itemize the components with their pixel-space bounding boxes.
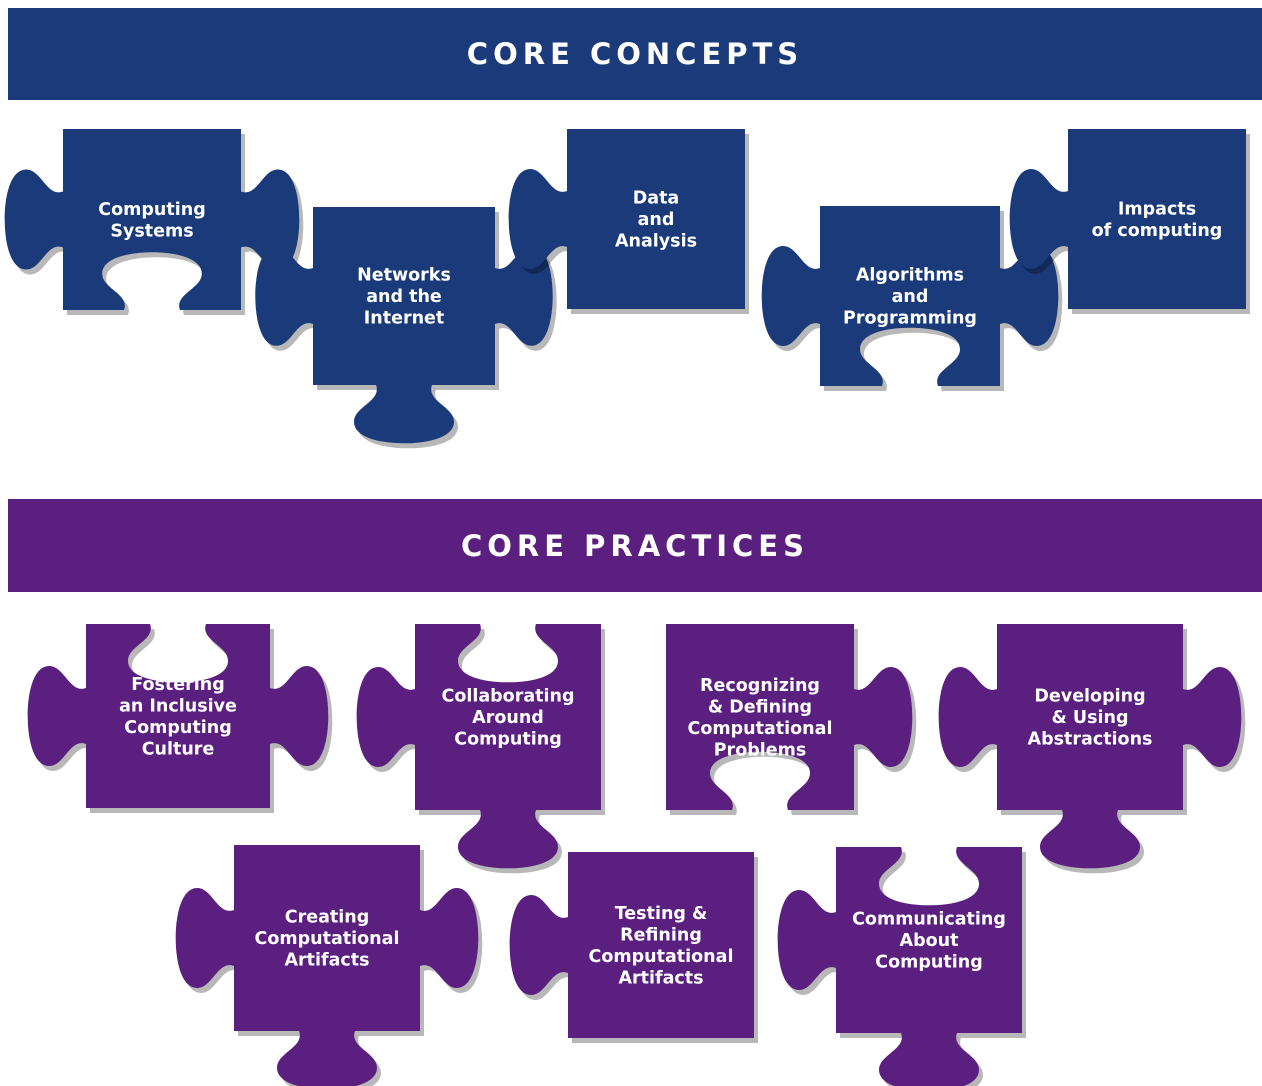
piece-label-line: Analysis: [615, 232, 697, 252]
piece-label-line: Programming: [843, 309, 977, 329]
puzzle-piece-shape: [777, 847, 1022, 1086]
puzzle-piece-shape: [4, 129, 300, 310]
piece-label-line: Testing &: [615, 904, 708, 924]
piece-label-line: Creating: [285, 908, 370, 928]
piece-label-line: Refining: [620, 925, 702, 945]
puzzle-piece-recognizing-and-defining-computational-problems: Recognizing& DefiningComputationalProble…: [666, 624, 917, 815]
piece-label-line: Algorithms: [856, 266, 964, 286]
piece-label-line: of computing: [1092, 221, 1223, 241]
piece-label-line: Artifacts: [284, 951, 369, 971]
piece-label-line: Recognizing: [700, 676, 820, 696]
core-concepts-title: CORE CONCEPTS: [466, 37, 804, 71]
piece-label-line: Around: [472, 708, 544, 728]
piece-label-line: Data: [633, 189, 680, 209]
piece-label-line: Fostering: [131, 675, 225, 695]
puzzle-piece-shape: [27, 624, 329, 808]
piece-label-line: & Using: [1052, 708, 1129, 728]
piece-label-line: Collaborating: [441, 687, 574, 707]
piece-label-line: Impacts: [1118, 199, 1196, 219]
piece-label-line: Abstractions: [1028, 730, 1153, 750]
piece-label-line: Internet: [364, 309, 445, 329]
piece-label-line: and: [892, 287, 929, 307]
puzzle-piece-shape: [761, 206, 1059, 386]
piece-label-line: Computing: [124, 718, 231, 738]
piece-label-line: an Inclusive: [119, 696, 237, 716]
piece-label-line: Developing: [1034, 687, 1145, 707]
core-practices-title: CORE PRACTICES: [460, 528, 810, 563]
piece-label-line: Computing: [98, 200, 205, 220]
puzzle-piece-shape: [509, 852, 754, 1038]
piece-label-line: Computing: [454, 730, 561, 750]
piece-label-line: and the: [366, 287, 442, 307]
piece-label-line: Culture: [142, 739, 215, 759]
piece-label-line: Computational: [255, 929, 400, 949]
piece-label-line: Networks: [357, 266, 451, 286]
piece-label-line: About: [900, 931, 959, 951]
core-practices-banner: CORE PRACTICES: [8, 499, 1262, 592]
piece-label-line: Artifacts: [618, 968, 703, 988]
piece-label-line: Computing: [875, 953, 982, 973]
piece-label-line: & Defining: [708, 697, 812, 717]
piece-label-line: Problems: [714, 740, 807, 760]
piece-label-line: Systems: [110, 221, 193, 241]
piece-label-line: Computational: [589, 947, 734, 967]
puzzle-piece-shape: [255, 207, 553, 444]
piece-label-line: and: [638, 210, 675, 230]
piece-label-line: Communicating: [852, 910, 1006, 930]
piece-label-line: Computational: [688, 719, 833, 739]
puzzle-piece-shape: [1009, 129, 1246, 309]
puzzle-piece-shape: [508, 129, 745, 309]
puzzle-piece-shape: [175, 845, 479, 1086]
core-concepts-banner: CORE CONCEPTS: [8, 8, 1262, 100]
puzzle-piece-shape: [356, 624, 601, 869]
puzzle-piece-shape: [938, 624, 1242, 869]
puzzle-piece-shape: [666, 624, 913, 810]
